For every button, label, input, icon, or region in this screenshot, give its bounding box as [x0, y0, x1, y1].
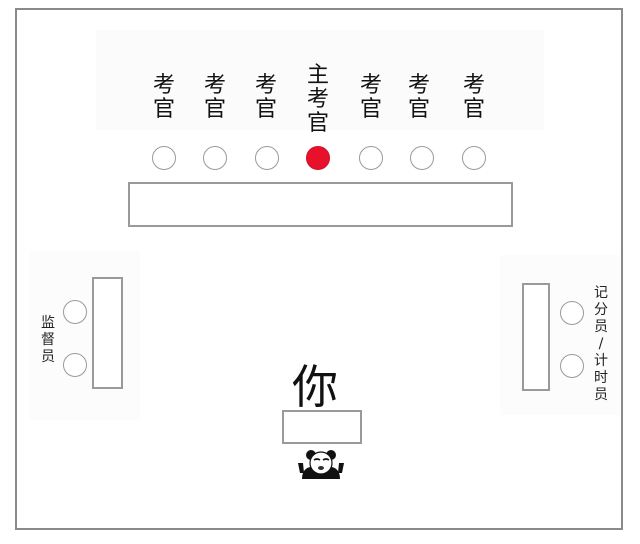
supervisor-seat-1: [63, 300, 87, 324]
candidate-desk: [282, 410, 362, 444]
examiner-seat-6: [410, 146, 434, 170]
supervisor-table: [92, 277, 123, 389]
scorer-table: [522, 283, 550, 391]
chief-examiner-seat: [306, 146, 330, 170]
examiner-area: [96, 30, 544, 130]
examiner-label-7: 考官: [462, 73, 485, 122]
scorer-area: [500, 255, 620, 415]
examiner-table: [128, 182, 513, 227]
panda-meme-icon: [298, 450, 344, 479]
scorer-timer-label: 记分员/计时员: [594, 285, 608, 403]
examiner-seat-5: [359, 146, 383, 170]
examiner-label-3: 考官: [254, 73, 277, 122]
examiner-seat-1: [152, 146, 176, 170]
candidate-label: 你: [292, 360, 338, 414]
scorer-seat-1: [560, 301, 584, 325]
examiner-seat-3: [255, 146, 279, 170]
chief-examiner-label: 主考官: [306, 63, 329, 136]
examiner-label-5: 考官: [359, 73, 382, 122]
examiner-label-2: 考官: [203, 73, 226, 122]
examiner-seat-2: [203, 146, 227, 170]
examiner-label-1: 考官: [152, 73, 175, 122]
examiner-label-6: 考官: [407, 73, 430, 122]
supervisor-label: 监督员: [41, 315, 55, 365]
timer-seat-2: [560, 354, 584, 378]
supervisor-seat-2: [63, 353, 87, 377]
examiner-seat-7: [462, 146, 486, 170]
